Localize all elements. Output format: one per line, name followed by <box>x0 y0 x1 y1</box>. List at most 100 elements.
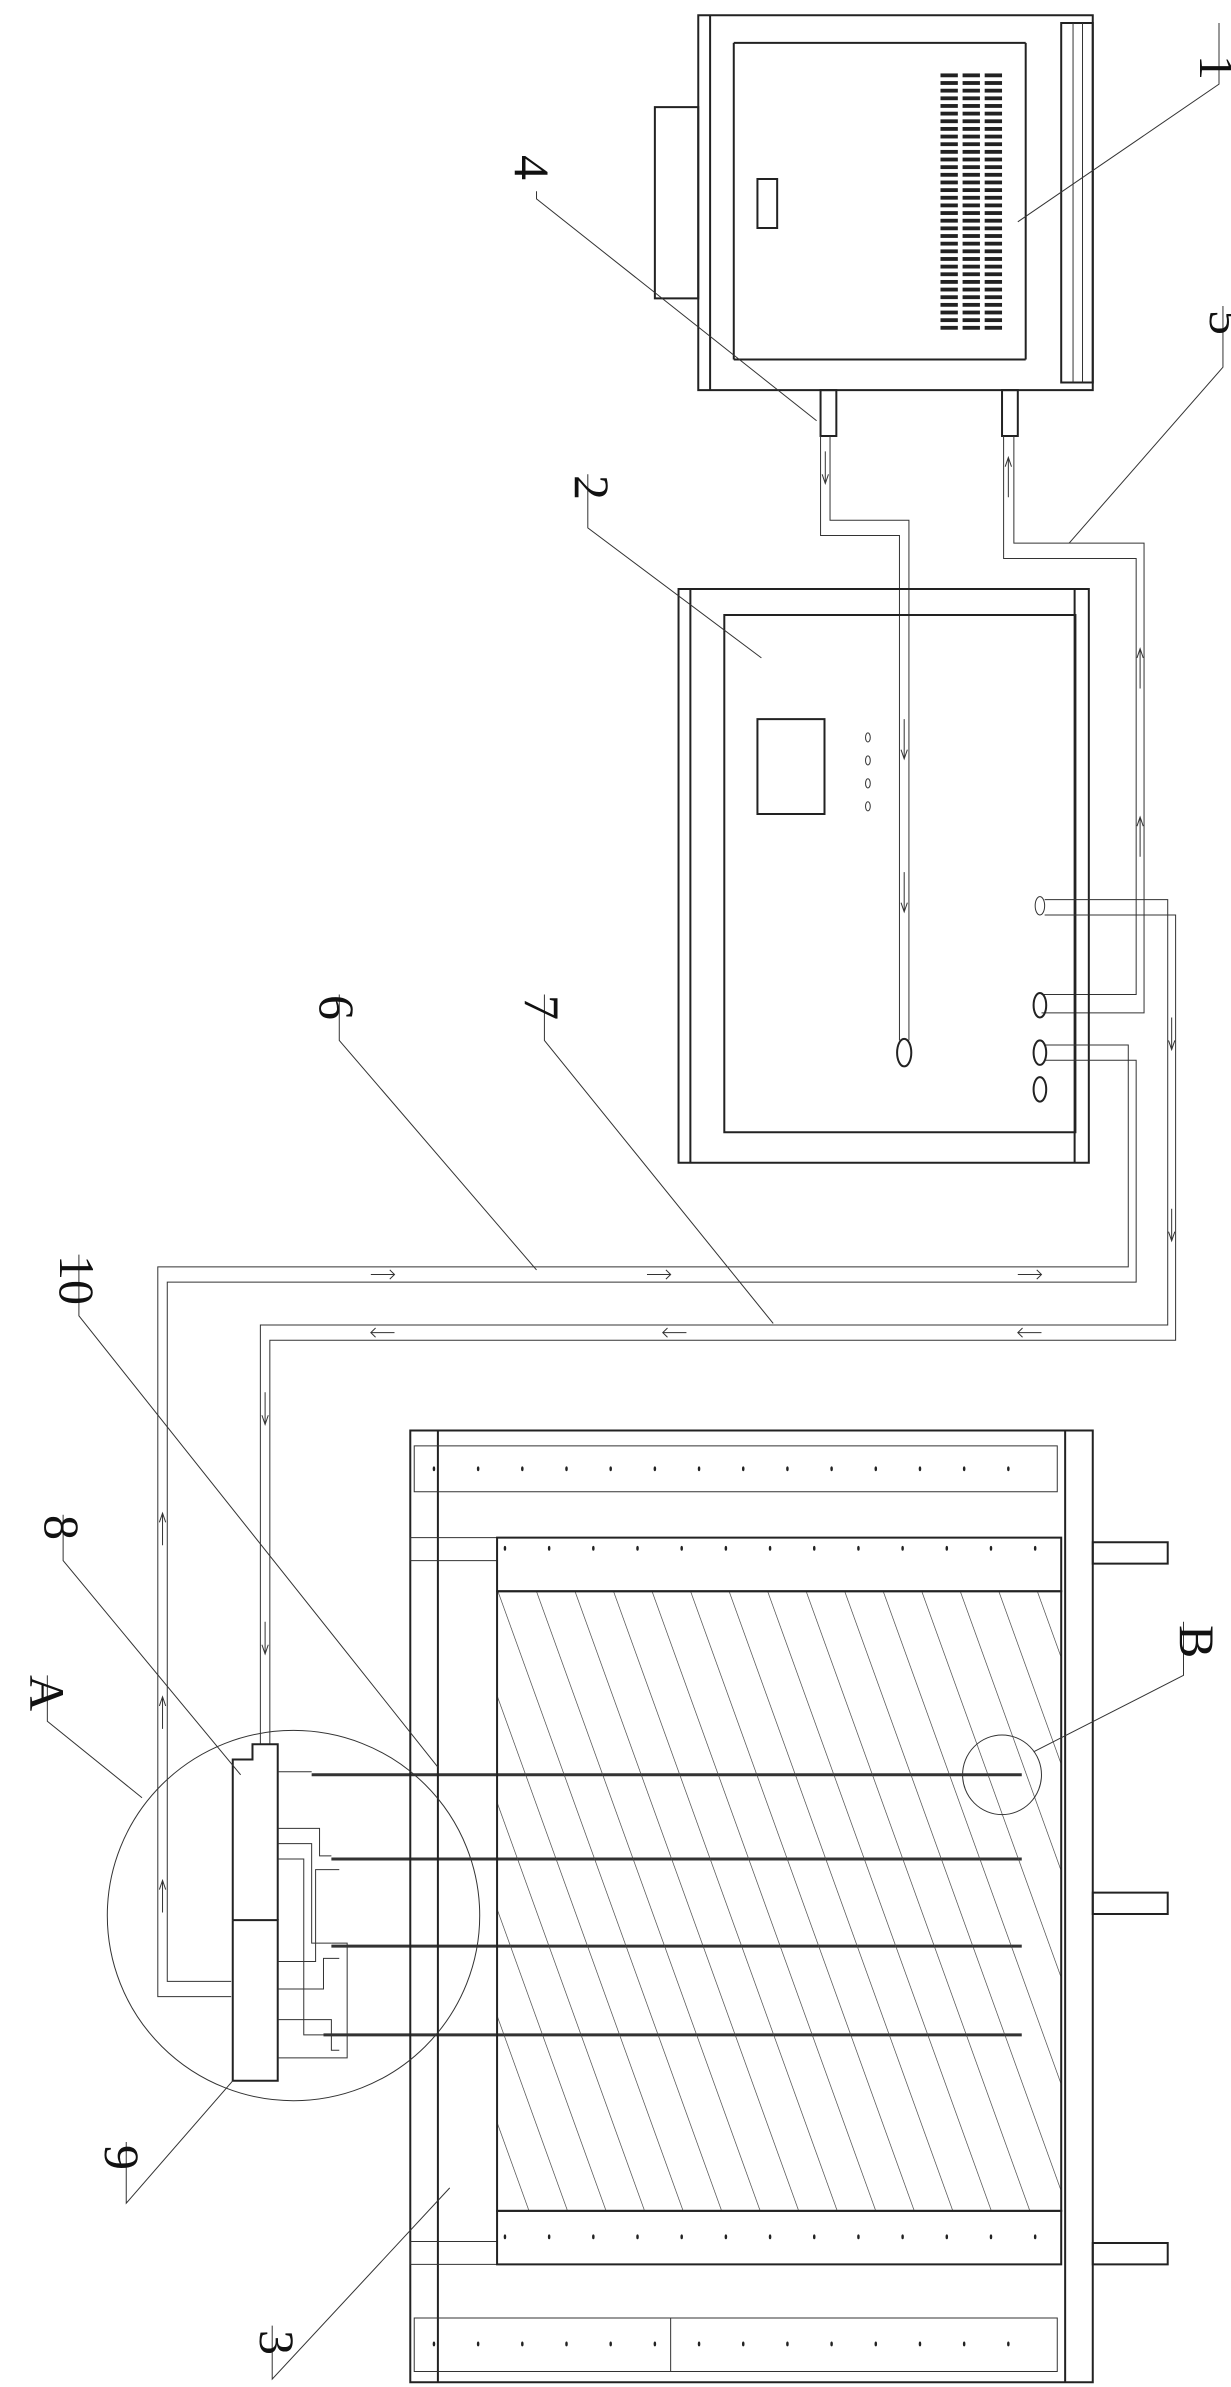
fastener-dot <box>946 1546 949 1551</box>
fastener-dot <box>609 1466 612 1471</box>
vent-slot <box>963 226 980 230</box>
vent-slot <box>963 326 980 330</box>
label-10: 10 <box>49 1255 105 1305</box>
vent-slot <box>940 135 957 139</box>
vent-slot <box>985 249 1002 253</box>
fastener-dot <box>963 2342 966 2347</box>
fastener-dot <box>857 1546 860 1551</box>
fastener-dot <box>725 2234 728 2239</box>
fastener-dot <box>990 1546 993 1551</box>
leg <box>1093 1893 1168 1914</box>
fastener-dot <box>742 2342 745 2347</box>
fastener-dot <box>477 2342 480 2347</box>
vent-slot <box>985 104 1002 108</box>
manifold-9 <box>233 1920 278 2081</box>
vent-slot <box>940 104 957 108</box>
fastener-dot <box>901 2234 904 2239</box>
fastener-dot <box>786 1466 789 1471</box>
vent-slot <box>985 89 1002 93</box>
vent-slot <box>940 303 957 307</box>
fastener-dot <box>698 2342 701 2347</box>
fastener-dot <box>830 2342 833 2347</box>
vent-slot <box>985 173 1002 177</box>
fastener-dot <box>725 1546 728 1551</box>
vent-slot <box>985 280 1002 284</box>
fastener-dot <box>1034 1546 1037 1551</box>
vent-slot <box>940 249 957 253</box>
vent-slot <box>963 242 980 246</box>
vent-slot <box>963 303 980 307</box>
leg <box>1093 1542 1168 1563</box>
vent-slot <box>940 219 957 223</box>
handle-icon <box>757 179 777 228</box>
fastener-dot <box>698 1466 701 1471</box>
vent-slot <box>940 226 957 230</box>
vent-slot <box>985 188 1002 192</box>
vent-slot <box>940 112 957 116</box>
vent-slot <box>940 318 957 322</box>
fastener-dot <box>786 2342 789 2347</box>
vent-slot <box>985 165 1002 169</box>
vent-slot <box>940 89 957 93</box>
fastener-dot <box>830 1466 833 1471</box>
fastener-dot <box>813 2234 816 2239</box>
vent-slot <box>985 158 1002 162</box>
label-6: 6 <box>309 995 365 1020</box>
vent-slot <box>940 119 957 123</box>
leg <box>1093 2243 1168 2264</box>
fastener-dot <box>521 1466 524 1471</box>
fastener-dot <box>680 2234 683 2239</box>
vent-slot <box>963 142 980 146</box>
fastener-dot <box>592 1546 595 1551</box>
label-a: A <box>19 1675 75 1711</box>
fastener-dot <box>565 2342 568 2347</box>
label-b: B <box>1169 1625 1225 1658</box>
vent-slot <box>963 280 980 284</box>
fastener-dot <box>813 1546 816 1551</box>
fastener-dot <box>875 2342 878 2347</box>
vent-slot <box>985 226 1002 230</box>
fastener-dot <box>857 2234 860 2239</box>
vent-slot <box>985 311 1002 315</box>
fastener-dot <box>565 1466 568 1471</box>
vent-slot <box>985 242 1002 246</box>
label-5: 5 <box>1199 310 1231 335</box>
connecting-tubes <box>278 1772 347 2058</box>
vent-slot <box>940 326 957 330</box>
controller-2 <box>679 589 1089 1163</box>
fastener-dot <box>1007 2342 1010 2347</box>
container-3 <box>410 1431 1167 2383</box>
fastener-dot <box>654 2342 657 2347</box>
vent-slot <box>963 311 980 315</box>
vent-slot <box>963 81 980 85</box>
vent-slot <box>963 173 980 177</box>
vent-slot <box>963 73 980 77</box>
fastener-dot <box>548 1546 551 1551</box>
vent-slot <box>985 127 1002 131</box>
fastener-dot <box>680 1546 683 1551</box>
vent-slot <box>940 81 957 85</box>
fastener-dot <box>636 1546 639 1551</box>
fastener-dot <box>636 2234 639 2239</box>
label-7: 7 <box>514 995 570 1020</box>
fastener-dot <box>504 1546 507 1551</box>
vent-slot <box>940 196 957 200</box>
fastener-dot <box>654 1466 657 1471</box>
vent-slot <box>940 158 957 162</box>
vent-slot <box>940 96 957 100</box>
label-8: 8 <box>34 1515 90 1540</box>
vent-slot <box>985 112 1002 116</box>
fastener-dot <box>919 2342 922 2347</box>
vent-slot <box>940 288 957 292</box>
label-2: 2 <box>564 475 620 500</box>
vent-slot <box>985 219 1002 223</box>
fastener-dot <box>1007 1466 1010 1471</box>
vent-slot <box>985 150 1002 154</box>
vent-slot <box>963 196 980 200</box>
vent-slot <box>940 242 957 246</box>
vent-slot <box>963 203 980 207</box>
fastener-dot <box>504 2234 507 2239</box>
vent-slot <box>985 96 1002 100</box>
